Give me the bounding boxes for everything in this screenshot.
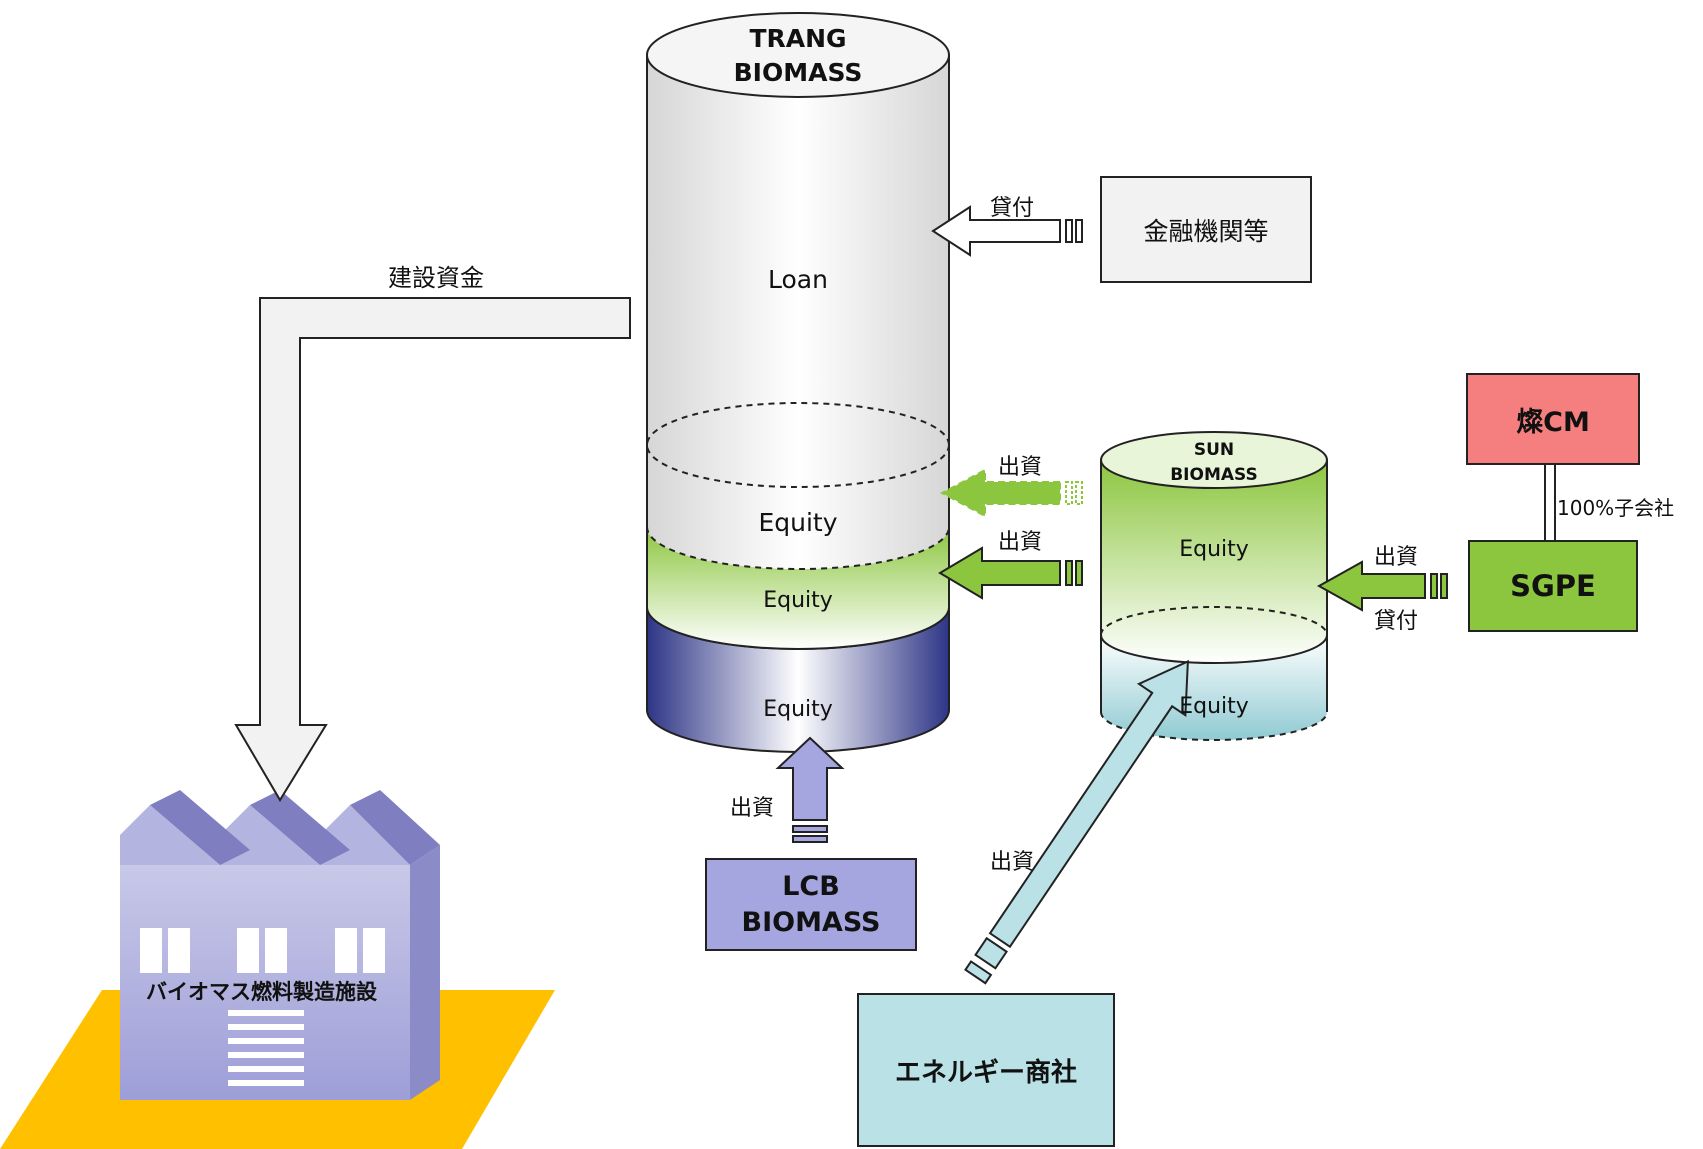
lcb-label-line1: LCB [782, 870, 840, 902]
sgpe-invest-label: 出資 [1374, 545, 1419, 570]
sun-equity-top-label: Equity [1179, 537, 1249, 562]
financial-institutions-box: 金融機関等 [1100, 176, 1312, 283]
subsidiary-label: 100%子会社 [1557, 496, 1675, 520]
bank-loan-label: 貸付 [990, 196, 1035, 221]
sun-invest-dashed-arrow [939, 468, 1083, 518]
energy-invest-label: 出資 [990, 850, 1035, 875]
lcb-biomass-box: LCB BIOMASS [705, 858, 917, 951]
energy-trading-label: エネルギー商社 [894, 1057, 1077, 1088]
construction-funds-arrow [234, 297, 631, 802]
sgpe-label: SGPE [1510, 569, 1596, 603]
invest-dashed-label: 出資 [998, 455, 1043, 480]
financial-institutions-label: 金融機関等 [1143, 216, 1269, 246]
sun-invest-solid-arrow [938, 546, 1083, 600]
energy-trading-box: エネルギー商社 [857, 993, 1115, 1147]
lcb-invest-arrow [775, 736, 845, 843]
trang-equity-top-label: Equity [758, 508, 838, 537]
trang-biomass-cylinder [646, 12, 950, 753]
trang-equity-mid-label: Equity [763, 588, 833, 613]
trang-loan-label: Loan [768, 265, 828, 294]
sgpe-box: SGPE [1468, 540, 1638, 632]
kanacm-box: 燦CM [1466, 373, 1640, 465]
lcb-label-line2: BIOMASS [741, 906, 881, 938]
energy-invest-arrow [964, 659, 1189, 985]
factory-building-icon [120, 790, 440, 1100]
sun-equity-bottom-label: Equity [1179, 694, 1249, 719]
bank-loan-arrow [931, 205, 1083, 257]
invest-solid-label: 出資 [998, 530, 1043, 555]
lcb-invest-label: 出資 [730, 796, 775, 821]
sgpe-to-sun-arrow [1316, 560, 1448, 612]
sun-title-line1: SUN [1193, 440, 1235, 460]
sgpe-loan-label: 貸付 [1374, 609, 1419, 634]
trang-title-line1: TRANG [749, 24, 847, 53]
sun-title-line2: BIOMASS [1170, 465, 1258, 485]
trang-title-line2: BIOMASS [733, 58, 863, 87]
trang-equity-bottom-label: Equity [763, 697, 833, 722]
kanacm-label: 燦CM [1516, 406, 1590, 438]
construction-funds-label: 建設資金 [388, 264, 484, 292]
facility-label: バイオマス燃料製造施設 [146, 980, 377, 1004]
